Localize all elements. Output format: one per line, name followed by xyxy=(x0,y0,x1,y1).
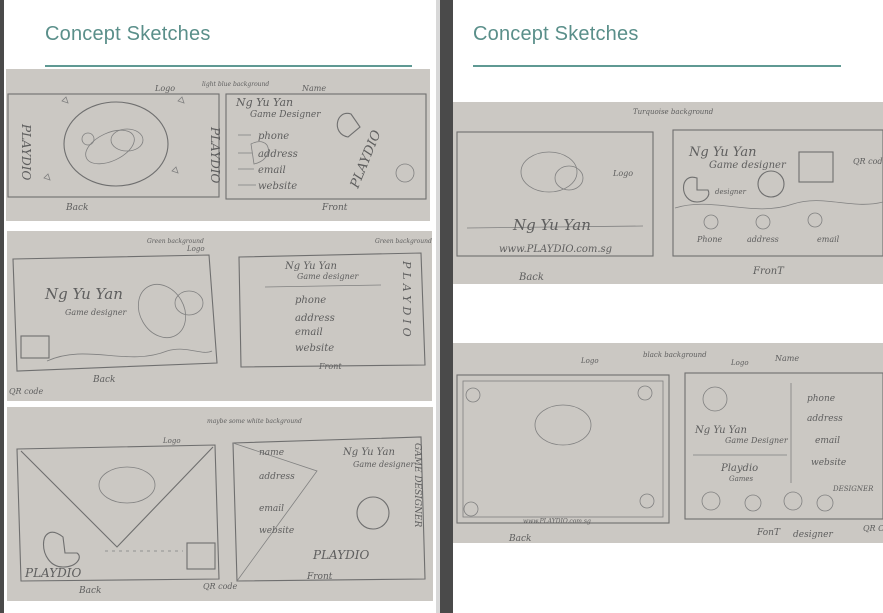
note-logo: Logo xyxy=(580,357,599,365)
page-left: Concept Sketches Logo light blue backgro… xyxy=(4,0,436,613)
page-title: Concept Sketches xyxy=(473,23,639,45)
note-background: Turquoise background xyxy=(633,108,714,116)
side-label: DESIGNER xyxy=(832,485,874,493)
contact-3: email xyxy=(295,327,323,338)
url-text: www.PLAYDIO.com.sg xyxy=(523,518,591,525)
name-text: Ng Yu Yan xyxy=(44,285,123,303)
contact-4: website xyxy=(259,526,294,536)
logo-text-back: PLAYDIO xyxy=(24,566,82,580)
caption-back: Back xyxy=(518,272,544,283)
role-text: Game Designer xyxy=(725,436,789,445)
page-title: Concept Sketches xyxy=(45,23,211,45)
title-underline xyxy=(45,65,412,67)
role-text: Game Designer xyxy=(250,110,321,120)
qr-label: QR Co xyxy=(863,524,883,533)
contact-4: website xyxy=(258,181,297,192)
contact-1: Phone xyxy=(696,235,723,244)
caption-front: Front xyxy=(321,203,348,213)
contact-1: phone xyxy=(295,295,326,306)
vertical-brand: PLAYDIO xyxy=(400,260,413,341)
contact-1: name xyxy=(259,448,284,458)
bottom-label: designer xyxy=(793,530,833,540)
contact-4: website xyxy=(295,343,334,354)
brand-text: Playdio xyxy=(720,463,758,474)
logo-text-front: PLAYDIO xyxy=(347,128,384,191)
qr-label: QR code xyxy=(203,582,238,591)
logo-text-front: PLAYDIO xyxy=(312,548,370,562)
note-green: Green background xyxy=(147,238,204,245)
note-name: Name xyxy=(301,84,326,93)
side-text: GAME DESIGNER xyxy=(412,443,422,527)
concept-sketch-1: Logo light blue background Name PLAYDIO … xyxy=(6,69,430,221)
concept-sketch-2: Green background Logo Green background N… xyxy=(7,231,432,401)
note-logo: Logo xyxy=(186,245,205,253)
caption-front: FronT xyxy=(752,266,785,277)
caption-back: Back xyxy=(78,586,101,596)
note-logo: Logo xyxy=(162,437,181,445)
contact-4: website xyxy=(811,458,846,468)
concept-sketch-3: maybe some white background Logo name ad… xyxy=(7,407,433,601)
contact-3: email xyxy=(817,235,840,244)
name-text: Ng Yu Yan xyxy=(235,96,293,109)
contact-1: phone xyxy=(258,131,289,142)
role-text: Game designer xyxy=(65,308,128,317)
logo-text-right: PLAYDIO xyxy=(208,126,222,184)
contact-2: address xyxy=(295,313,335,324)
contact-1: phone xyxy=(807,394,835,404)
contact-3: email xyxy=(815,436,840,446)
concept-sketch-5: Logo black background Logo Name Ng Yu Ya… xyxy=(453,343,883,543)
contact-3: email xyxy=(259,504,284,514)
url-text: www.PLAYDIO.com.sg xyxy=(499,244,612,255)
note-logo-2: Logo xyxy=(730,359,749,367)
note-background: black background xyxy=(643,351,707,359)
note-background: maybe some white background xyxy=(207,418,302,425)
note-background: light blue background xyxy=(202,81,269,88)
caption-back: Back xyxy=(92,375,115,385)
caption-front: Front xyxy=(306,572,333,582)
note-logo: Logo xyxy=(154,84,175,93)
caption-back: Back xyxy=(508,534,531,543)
contact-2: address xyxy=(807,414,843,424)
contact-2: address xyxy=(258,149,298,160)
note-logo: Logo xyxy=(612,169,633,178)
caption-front: FonT xyxy=(756,528,781,538)
front-name: Ng Yu Yan xyxy=(284,261,337,272)
note-qr: QR code xyxy=(853,157,883,166)
contact-3: email xyxy=(258,165,286,176)
front-role: Game designer xyxy=(297,272,360,281)
qr-label: QR code xyxy=(9,387,44,396)
note-green-2: Green background xyxy=(375,238,432,245)
page-right: Concept Sketches Turquoise background Lo… xyxy=(453,0,883,613)
note-name: Name xyxy=(774,354,799,363)
contact-2: address xyxy=(747,235,779,244)
front-role: Game designer xyxy=(709,160,787,171)
name-text: Ng Yu Yan xyxy=(342,447,395,458)
title-underline xyxy=(473,65,841,67)
caption-front: Front xyxy=(318,362,342,371)
name-text: Ng Yu Yan xyxy=(694,425,747,436)
contact-2: address xyxy=(259,472,295,482)
bubble-text: designer xyxy=(715,188,747,196)
concept-sketch-4: Turquoise background Logo QR code Ng Yu … xyxy=(453,102,883,284)
page-gap xyxy=(436,0,440,613)
caption-back: Back xyxy=(65,203,88,213)
logo-text-left: PLAYDIO xyxy=(19,123,33,181)
name-text: Ng Yu Yan xyxy=(512,216,591,234)
role-text: Game designer xyxy=(353,460,416,469)
front-name: Ng Yu Yan xyxy=(688,145,756,160)
sub-text: Games xyxy=(729,475,754,483)
